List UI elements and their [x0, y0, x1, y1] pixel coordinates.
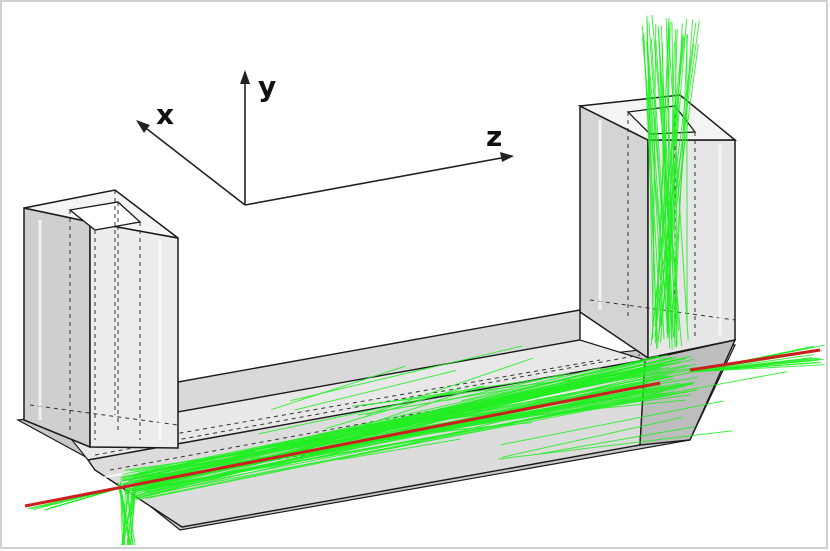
x-axis-label: x	[156, 98, 174, 131]
green-ray	[534, 367, 703, 401]
green-ray	[652, 23, 657, 340]
left-tower-front-face	[89, 221, 179, 449]
green-ray	[501, 416, 683, 458]
green-ray	[366, 357, 534, 416]
green-ray	[132, 357, 687, 492]
z-axis-arrowhead	[500, 152, 514, 162]
green-ray	[651, 14, 683, 346]
right-tower-left-face	[579, 104, 649, 360]
green-ray	[325, 388, 461, 429]
green-ray	[351, 378, 576, 407]
green-ray	[658, 29, 671, 349]
green-ray	[667, 42, 675, 339]
green-ray	[251, 428, 465, 460]
x-axis-line	[137, 121, 246, 206]
green-ray	[126, 481, 137, 546]
green-ray	[117, 482, 130, 546]
left-tower	[23, 189, 179, 449]
green-ray	[667, 29, 689, 341]
red-axis-ray-main	[24, 381, 661, 508]
green-ray	[124, 483, 136, 546]
left-tower-hidden-edges	[29, 190, 179, 440]
green-ray	[401, 394, 610, 446]
green-ray	[271, 365, 406, 411]
z-axis-line	[244, 155, 513, 206]
green-ray	[665, 18, 676, 348]
y-axis-arrowhead	[240, 70, 250, 84]
green-ray	[642, 37, 670, 338]
green-ray	[643, 32, 658, 341]
green-ray	[131, 391, 686, 499]
green-ray	[290, 345, 523, 402]
coordinate-axes	[136, 70, 514, 206]
green-ray	[661, 42, 669, 328]
green-ray	[294, 370, 456, 411]
green-ray	[689, 357, 812, 373]
green-ray	[689, 364, 825, 373]
green-ray	[258, 385, 485, 435]
left-tower-stripes	[38, 220, 162, 440]
green-ray	[657, 25, 680, 331]
green-ray	[358, 387, 515, 416]
red-axis-ray-exit	[689, 348, 821, 372]
green-ray	[540, 426, 695, 455]
green-ray	[338, 438, 461, 461]
green-ray	[534, 371, 788, 419]
green-ray	[446, 372, 570, 401]
green-ray	[439, 367, 697, 410]
green-ray	[353, 389, 558, 443]
green-ray	[390, 400, 568, 427]
green-ray	[122, 484, 129, 546]
left-tower-left-face	[23, 207, 91, 449]
green-ray	[498, 430, 733, 460]
z-axis-label: z	[486, 120, 502, 153]
green-ray	[127, 483, 134, 546]
x-axis-arrowhead	[136, 120, 150, 133]
green-ray	[122, 357, 686, 485]
green-ray	[500, 400, 724, 446]
green-ray	[667, 29, 678, 324]
right-tower-stripes	[598, 120, 722, 335]
green-ray	[654, 17, 670, 344]
green-ray	[440, 399, 687, 425]
green-ray	[654, 20, 700, 337]
y-axis-label: y	[258, 70, 276, 103]
green-ray	[348, 386, 481, 432]
